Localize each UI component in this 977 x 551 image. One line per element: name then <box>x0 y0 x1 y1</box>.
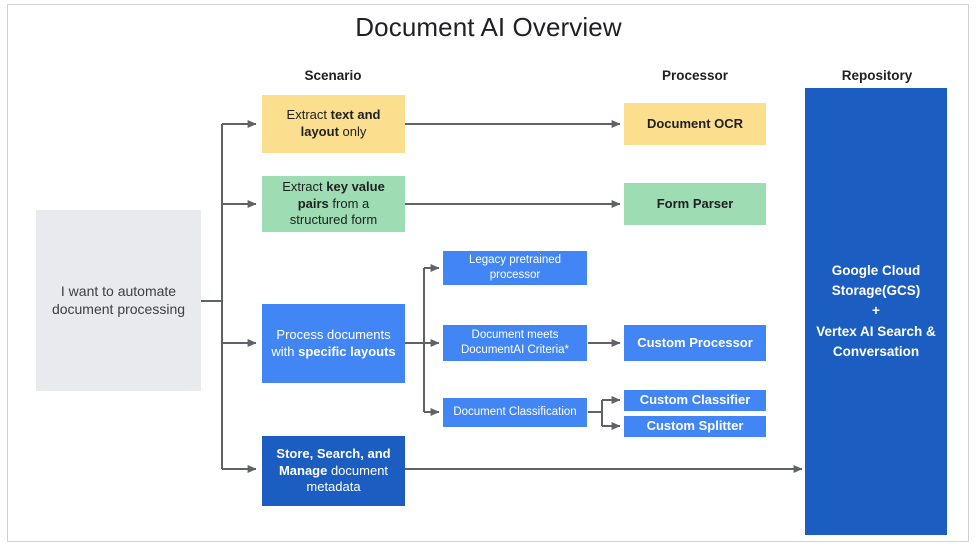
scenario-process-specific-layouts-label: Process documents with specific layouts <box>271 326 396 359</box>
page-title: Document AI Overview <box>355 12 622 42</box>
processor-custom-classifier[interactable]: Custom Classifier <box>624 390 766 411</box>
criteria-document-meets-criteria-label: Document meets DocumentAI Criteria* <box>460 329 569 356</box>
processor-document-ocr[interactable]: Document OCR <box>624 103 766 145</box>
repository-label-group: Google Cloud Storage(GCS) + Vertex AI Se… <box>811 261 941 362</box>
scenario-extract-text-layout-label: Extract text and layout only <box>286 107 381 139</box>
repository-line-3: Vertex AI Search & Conversation <box>816 323 936 359</box>
scenario-store-search-manage-label: Store, Search, and Manage document metad… <box>276 446 391 495</box>
scenario-extract-key-value-label: Extract key value pairs from a structure… <box>282 179 385 228</box>
processor-document-ocr-label: Document OCR <box>646 115 744 131</box>
start-box-label: I want to automate document processing <box>51 282 186 317</box>
repository-gcs-vertex[interactable]: Google Cloud Storage(GCS) + Vertex AI Se… <box>805 88 947 535</box>
processor-custom-processor-label: Custom Processor <box>637 334 753 350</box>
scenario-store-search-manage[interactable]: Store, Search, and Manage document metad… <box>262 436 405 506</box>
criteria-document-classification-label: Document Classification <box>453 406 577 419</box>
start-box: I want to automate document processing <box>36 210 201 391</box>
processor-custom-splitter-label: Custom Splitter <box>646 418 744 434</box>
scenario-process-specific-layouts[interactable]: Process documents with specific layouts <box>262 304 405 383</box>
processor-custom-classifier-label: Custom Classifier <box>639 392 751 408</box>
criteria-document-classification[interactable]: Document Classification <box>443 398 587 427</box>
repository-line-2: + <box>872 303 880 319</box>
processor-custom-splitter[interactable]: Custom Splitter <box>624 416 766 437</box>
criteria-document-meets-criteria[interactable]: Document meets DocumentAI Criteria* <box>443 325 587 361</box>
scenario-extract-text-layout[interactable]: Extract text and layout only <box>262 95 405 153</box>
repository-line-1: Google Cloud Storage(GCS) <box>831 262 921 299</box>
criteria-legacy-pretrained-processor-label: Legacy pretrained processor <box>468 254 562 281</box>
processor-form-parser[interactable]: Form Parser <box>624 183 766 225</box>
processor-form-parser-label: Form Parser <box>656 195 734 211</box>
criteria-legacy-pretrained-processor[interactable]: Legacy pretrained processor <box>443 251 587 285</box>
column-header-processor: Processor <box>661 68 729 83</box>
processor-custom-processor[interactable]: Custom Processor <box>624 325 766 361</box>
column-header-scenario: Scenario <box>304 68 362 83</box>
column-header-repository: Repository <box>841 68 913 83</box>
scenario-extract-key-value[interactable]: Extract key value pairs from a structure… <box>262 176 405 232</box>
